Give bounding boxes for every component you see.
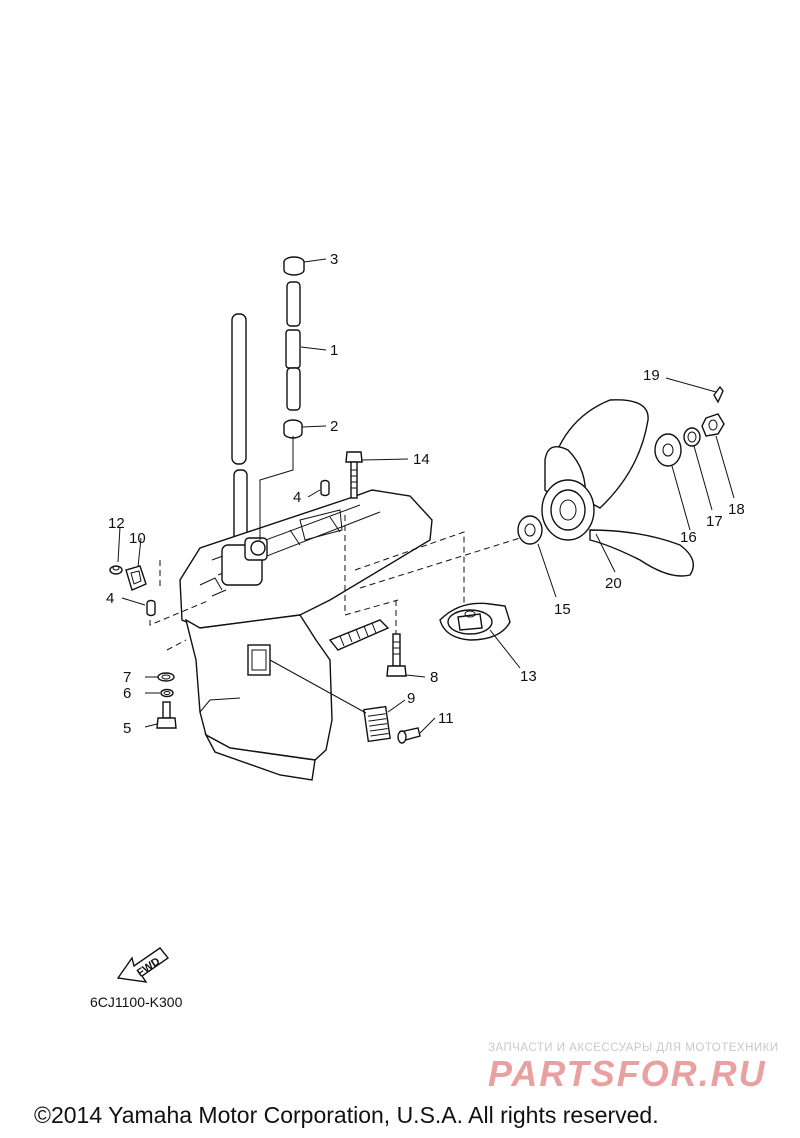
watermark-tagline: ЗАПЧАСТИ И АКСЕССУАРЫ ДЛЯ МОТОТЕХНИКИ [488, 1042, 779, 1054]
anode-13 [439, 602, 511, 641]
propeller-shaft [328, 619, 390, 651]
callout-8: 8 [430, 669, 438, 686]
callout-15: 15 [554, 601, 571, 618]
grommet-2 [283, 419, 303, 439]
callout-5: 5 [123, 720, 131, 737]
grommet-3 [283, 256, 305, 276]
callout-4-left: 4 [106, 590, 114, 607]
spacer-15 [517, 515, 543, 545]
callout-2: 2 [330, 418, 338, 435]
callout-13: 13 [520, 668, 537, 685]
callout-12: 12 [108, 515, 125, 532]
callout-10: 10 [129, 530, 146, 547]
callout-18: 18 [728, 501, 745, 518]
dowel-pin-4-top [320, 479, 330, 497]
washer-16 [654, 433, 682, 467]
diagram-code: 6CJ1100-K300 [90, 994, 183, 1010]
callout-16: 16 [680, 529, 697, 546]
callout-11: 11 [438, 710, 454, 727]
water-tube-1 [285, 281, 301, 411]
bolt-8 [386, 633, 407, 677]
callout-7: 7 [123, 669, 131, 686]
gasket-10 [125, 565, 147, 591]
leader-lines [117, 258, 735, 734]
callout-19: 19 [643, 367, 660, 384]
washer-6 [160, 688, 174, 698]
watermark-logo-text: PARTSFOR.RU [488, 1053, 767, 1094]
spacer-17 [683, 427, 701, 447]
screw-11 [397, 727, 421, 744]
callout-1: 1 [330, 342, 338, 359]
dowel-pin-4-left [146, 599, 156, 617]
callout-20: 20 [605, 575, 622, 592]
trim-tab-9 [363, 705, 391, 743]
drive-shaft [231, 313, 248, 551]
callout-6: 6 [123, 685, 131, 702]
callout-3: 3 [330, 251, 338, 268]
callout-labels: 1 2 3 4 4 5 6 7 8 9 10 11 12 13 14 15 16… [106, 251, 745, 737]
callout-17: 17 [706, 513, 723, 530]
cotter-pin-19 [713, 385, 724, 404]
copyright-notice: ©2014 Yamaha Motor Corporation, U.S.A. A… [34, 1102, 659, 1128]
plug-12 [109, 565, 123, 575]
callout-9: 9 [407, 690, 415, 707]
fwd-arrow-icon: FWD [116, 947, 170, 983]
nut-18 [701, 413, 725, 437]
callout-4-top: 4 [293, 489, 301, 506]
watermark-logo: PARTSFOR.RU [488, 1053, 767, 1094]
lower-case [179, 489, 433, 781]
washer-7 [157, 672, 175, 682]
bolt-14 [345, 451, 363, 499]
propeller-20 [541, 399, 694, 577]
bolt-5 [156, 701, 177, 729]
callout-14: 14 [413, 451, 430, 468]
